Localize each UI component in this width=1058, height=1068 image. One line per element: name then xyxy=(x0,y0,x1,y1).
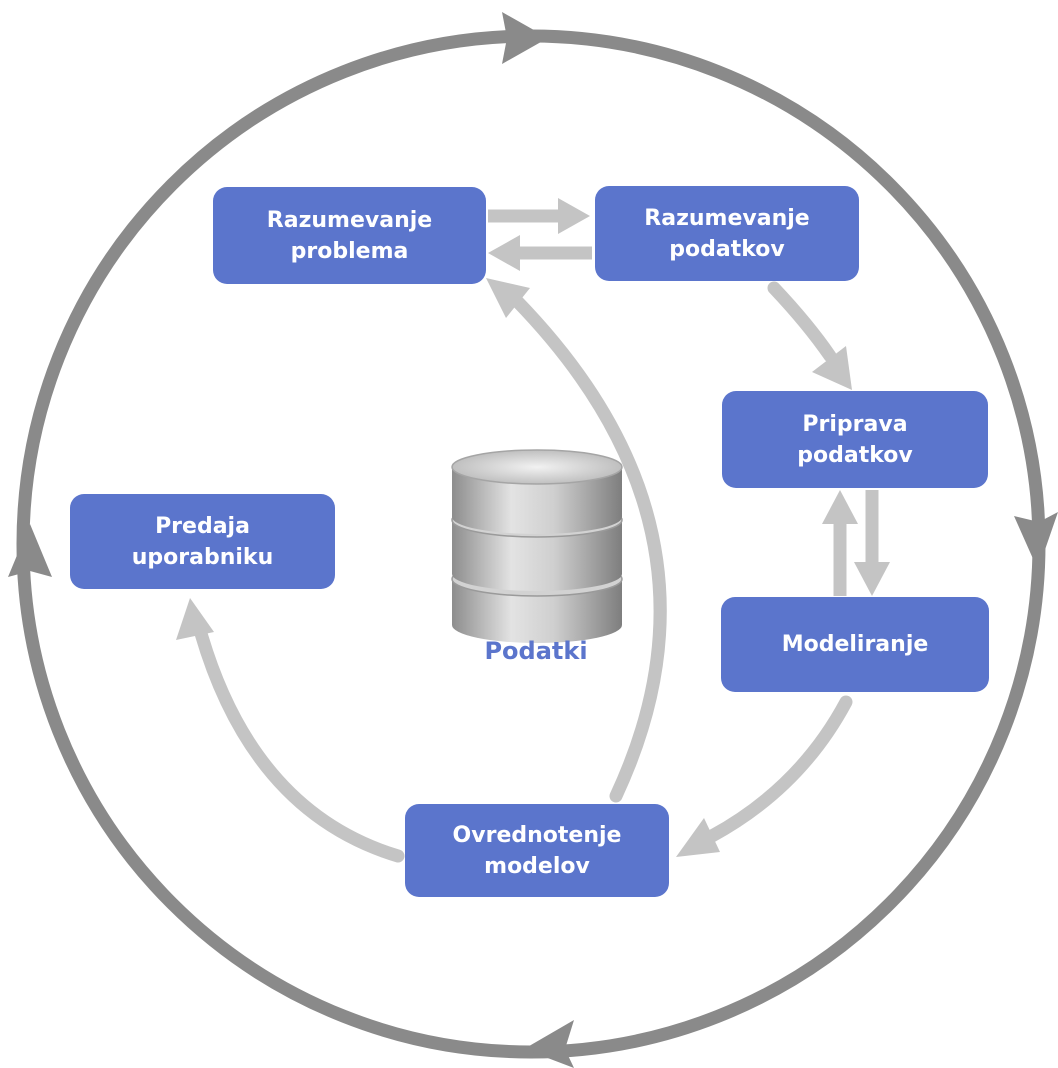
stage-label-line: Razumevanje xyxy=(266,207,433,233)
arrow-preparation-to-modeling xyxy=(854,490,890,596)
arrow-modeling-to-evaluation xyxy=(676,695,853,857)
stage-label-line: Priprava xyxy=(802,411,908,437)
inner-arrows xyxy=(176,198,890,863)
stage-label-line: Ovrednotenje xyxy=(452,822,622,848)
stage-label-line: problema xyxy=(290,238,409,264)
stage-data-preparation[interactable]: Priprava podatkov xyxy=(722,391,988,488)
arrow-evaluation-to-deployment xyxy=(176,598,405,863)
stage-label-line: Modeliranje xyxy=(781,632,929,657)
stage-label-line: podatkov xyxy=(669,236,785,262)
outer-cycle xyxy=(8,12,1058,1068)
data-label: Podatki xyxy=(484,637,588,665)
stage-label-line: uporabniku xyxy=(131,544,274,570)
stage-label-line: Predaja xyxy=(155,513,250,539)
outer-arrowhead-top xyxy=(502,12,548,64)
stage-evaluation[interactable]: Ovrednotenje modelov xyxy=(405,804,669,897)
outer-arrowhead-right xyxy=(1014,512,1058,570)
database-icon xyxy=(451,449,623,643)
stage-modeling[interactable]: Modeliranje xyxy=(721,597,989,692)
stage-deployment[interactable]: Predaja uporabniku xyxy=(70,494,335,589)
outer-arrowhead-bottom xyxy=(524,1020,574,1068)
stage-label-line: Razumevanje xyxy=(644,205,810,231)
outer-arrowhead-left xyxy=(8,524,52,577)
arrow-data-to-business xyxy=(488,235,592,271)
stage-data-understanding[interactable]: Razumevanje podatkov xyxy=(595,186,859,281)
stage-business-understanding[interactable]: Razumevanje problema xyxy=(213,187,486,284)
arrow-data-to-preparation xyxy=(767,281,852,390)
stage-label-line: podatkov xyxy=(797,442,913,468)
arrow-business-to-data xyxy=(488,198,590,234)
arrow-modeling-to-preparation xyxy=(822,490,858,596)
arrow-evaluation-to-business xyxy=(486,278,667,803)
stage-label-line: modelov xyxy=(484,853,590,879)
